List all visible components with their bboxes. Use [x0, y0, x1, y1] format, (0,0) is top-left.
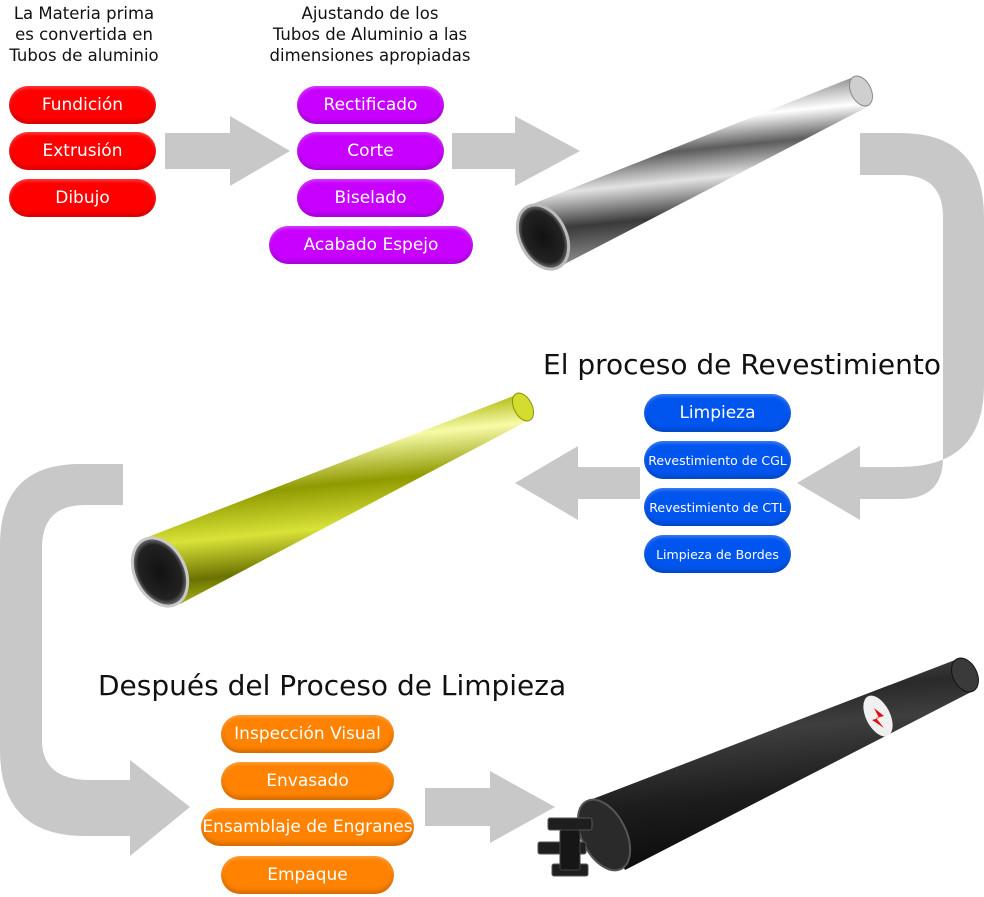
- stage2-caption-line: dimensiones apropiadas: [269, 46, 471, 65]
- aluminum-tube-silver: [515, 75, 873, 271]
- step-extrusion: Extrusión: [9, 132, 156, 170]
- step-biselado: Biselado: [297, 179, 444, 217]
- stage2-caption-line: Tubos de Aluminio a las: [272, 25, 468, 44]
- arrow-stage2-to-tube: [452, 116, 580, 186]
- stage1-caption-line: La Materia prima: [13, 4, 155, 23]
- stage3-heading: El proceso de Revestimiento: [543, 348, 942, 381]
- step-rectificado: Rectificado: [297, 86, 444, 124]
- stage1-caption: La Materia prima es convertida en Tubos …: [0, 3, 168, 66]
- step-revestimiento-cgl: Revestimiento de CGL: [644, 441, 791, 479]
- stage4-heading: Después del Proceso de Limpieza: [98, 669, 567, 702]
- step-envasado: Envasado: [221, 762, 394, 800]
- arrow-stage1-to-stage2: [165, 116, 290, 186]
- finished-drum-black: [537, 657, 979, 877]
- step-corte: Corte: [297, 132, 444, 170]
- step-revestimiento-ctl: Revestimiento de CTL: [644, 488, 791, 526]
- stage2-caption-line: Ajustando de los: [301, 4, 439, 23]
- step-limpieza-bordes: Limpieza de Bordes: [644, 535, 791, 573]
- arrow-stage4-to-drum: [425, 771, 555, 843]
- coated-tube-green: [130, 392, 535, 608]
- stage1-caption-line: Tubos de aluminio: [9, 46, 159, 65]
- step-limpieza: Limpieza: [644, 394, 791, 432]
- arrow-uturn-right: [797, 133, 984, 520]
- arrow-uturn-left: [0, 464, 190, 856]
- step-acabado-espejo: Acabado Espejo: [269, 226, 473, 264]
- arrow-coating-to-green-tube: [515, 446, 640, 520]
- step-inspeccion-visual: Inspección Visual: [221, 715, 394, 753]
- stage1-caption-line: es convertida en: [15, 25, 153, 44]
- step-dibujo: Dibujo: [9, 179, 156, 217]
- step-empaque: Empaque: [221, 856, 394, 894]
- step-ensamblaje-engranes: Ensamblaje de Engranes: [201, 808, 414, 846]
- stage2-caption: Ajustando de los Tubos de Aluminio a las…: [250, 3, 490, 66]
- step-fundicion: Fundición: [9, 86, 156, 124]
